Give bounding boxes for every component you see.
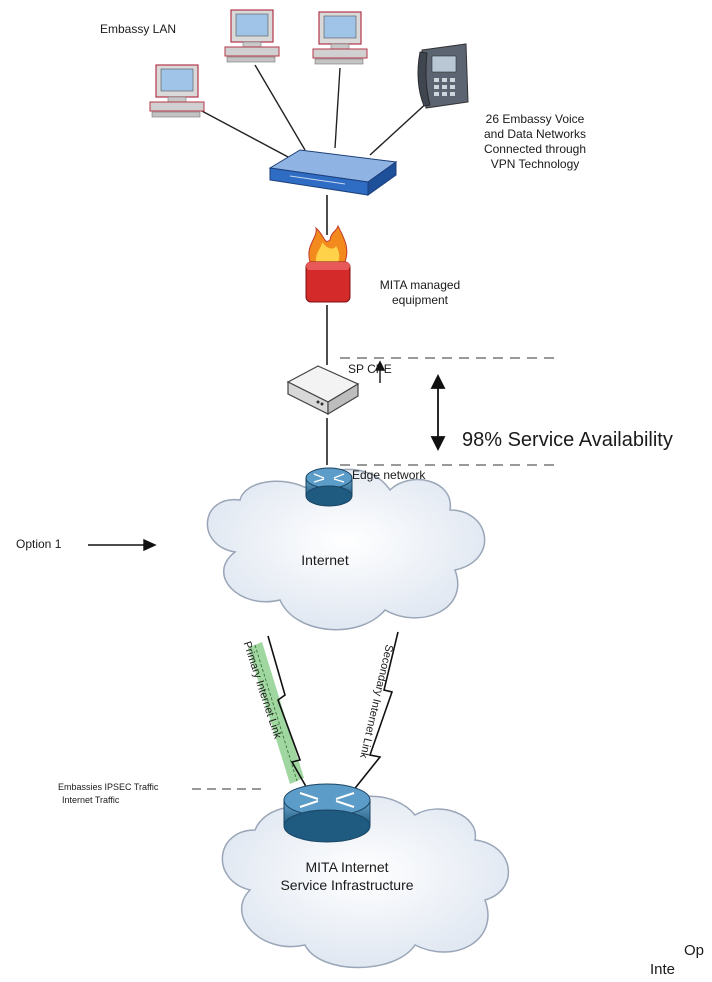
vpn-note-line: Connected through <box>483 142 587 156</box>
primary-lightning <box>267 635 309 791</box>
vpn-note: 26 Embassy Voice and Data Networks Conne… <box>470 112 600 172</box>
firewall-icon <box>305 224 351 303</box>
sp-cpe-arrow <box>374 360 386 383</box>
footer-fragment: Op <box>684 942 705 959</box>
mita-managed-line: MITA managed <box>379 278 461 292</box>
vpn-note-line: and Data Networks <box>483 127 587 141</box>
mita-infra-label: MITA Internet Service Infrastructure <box>262 858 432 894</box>
internet-label: Internet <box>301 552 349 568</box>
availability-arrow <box>430 373 446 452</box>
option-arrow <box>88 538 157 552</box>
primary-link-band <box>248 642 304 784</box>
mita-infra-line: Service Infrastructure <box>280 877 414 893</box>
ip-phone-icon <box>417 43 469 109</box>
mita-managed-line: equipment <box>391 293 449 307</box>
internet-traffic-label: Internet Traffic <box>62 795 120 805</box>
vpn-note-line: VPN Technology <box>490 157 580 171</box>
edge-network-label: Edge network <box>352 468 426 482</box>
footer-fragment: Inte <box>650 961 676 978</box>
secondary-lightning <box>351 631 399 793</box>
computer-icon <box>149 64 205 118</box>
vpn-note-line: 26 Embassy Voice <box>485 112 585 126</box>
embassy-lan-label: Embassy LAN <box>100 22 177 36</box>
availability-label: 98% Service Availability <box>462 429 673 451</box>
router-icon <box>305 467 353 507</box>
router-icon <box>283 783 371 843</box>
mita-infra-line: MITA Internet <box>305 859 389 875</box>
ipsec-traffic-label: Embassies IPSEC Traffic <box>58 782 159 792</box>
availability-boundaries <box>340 357 560 466</box>
modem-icon <box>286 365 360 416</box>
computer-icon <box>312 11 368 65</box>
computer-icon <box>224 9 280 63</box>
sp-cpe-label: SP CPE <box>348 362 392 376</box>
vpn-hub-icon <box>268 149 398 196</box>
option-label: Option 1 <box>16 537 62 551</box>
lan-links <box>199 64 431 159</box>
mita-managed-label: MITA managed equipment <box>370 278 470 308</box>
